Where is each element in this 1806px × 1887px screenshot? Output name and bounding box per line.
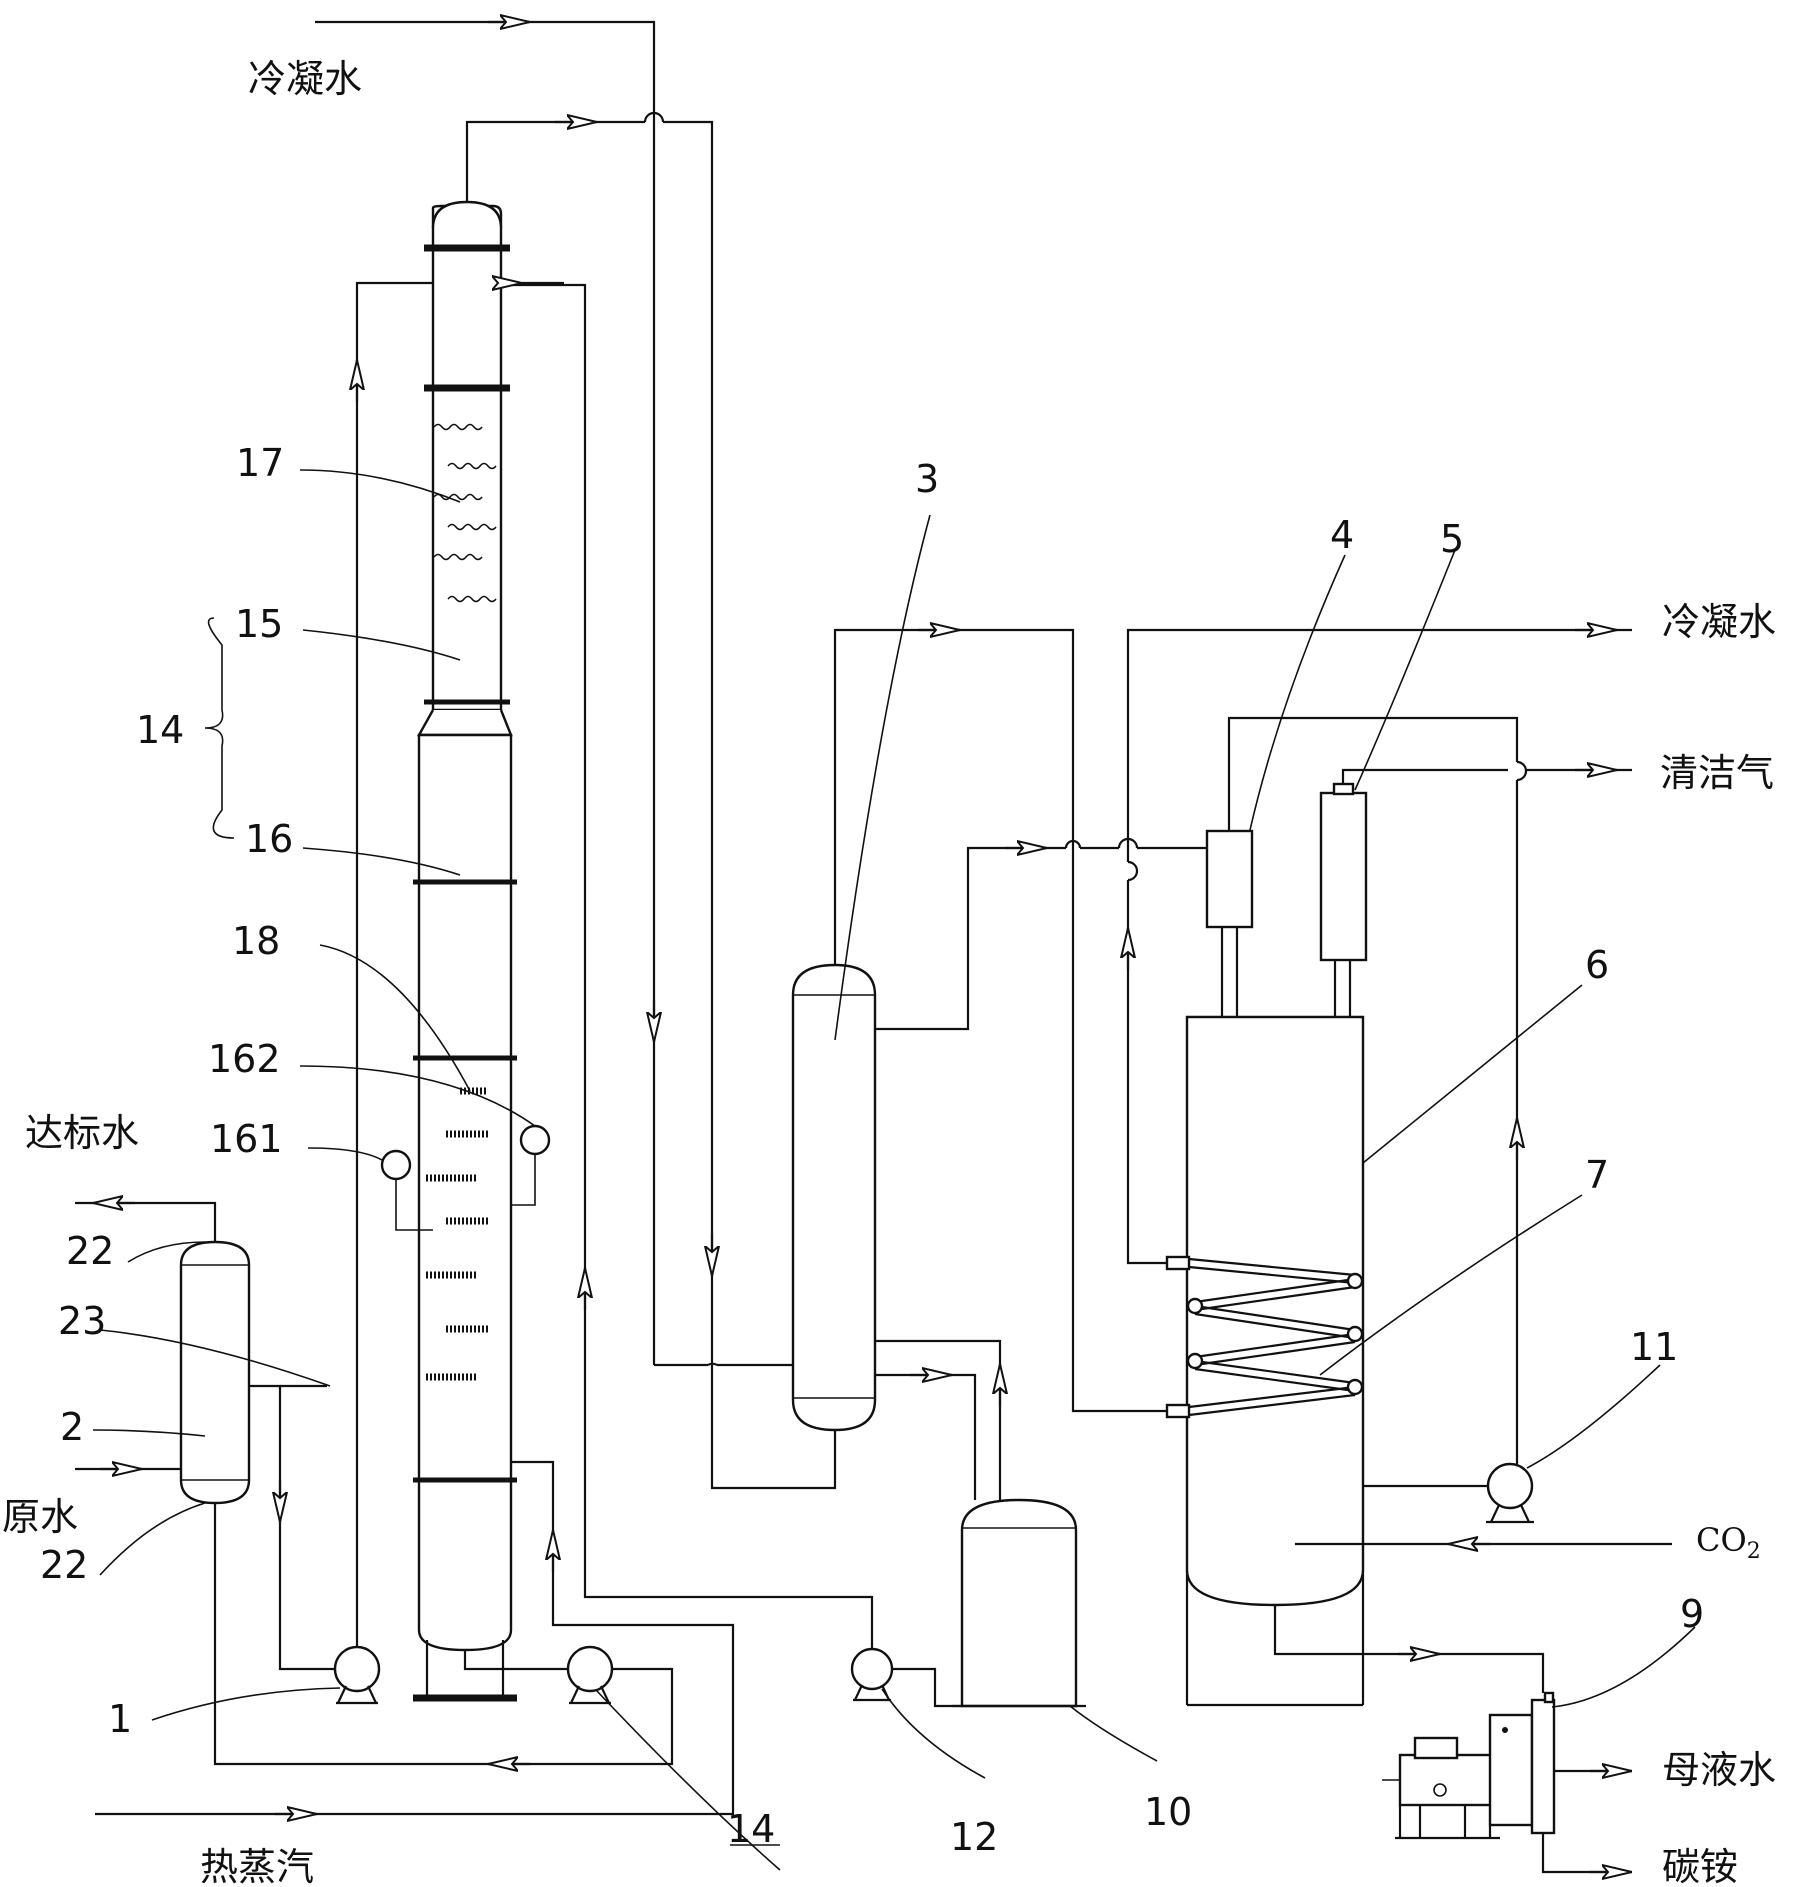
part-number-11: 11 <box>1630 1325 1678 1369</box>
label-treated-water: 达标水 <box>25 1111 139 1155</box>
label-cooling-water-right: 冷凝水 <box>1662 600 1776 644</box>
pump-14 <box>566 1645 614 1705</box>
label-co2: CO2 <box>1696 1521 1761 1564</box>
condenser-3 <box>791 963 877 1432</box>
label-cooling-water-top: 冷凝水 <box>248 57 362 101</box>
heat-exchanger-2 <box>179 1240 251 1505</box>
column-cone <box>416 709 513 737</box>
part-number-162: 162 <box>208 1037 281 1081</box>
trays <box>426 1087 490 1381</box>
centrifuge-9 <box>1382 1691 1556 1840</box>
part-number-161: 161 <box>210 1117 283 1161</box>
part-number-22-bottom: 22 <box>40 1543 88 1587</box>
label-mother-liquor: 母液水 <box>1662 1748 1776 1792</box>
part-number-5: 5 <box>1440 517 1464 561</box>
part-number-17: 17 <box>236 441 284 485</box>
part-number-16: 16 <box>245 817 293 861</box>
column-upper-section <box>431 204 503 712</box>
part-number-1: 1 <box>108 1697 132 1741</box>
packing <box>433 423 497 603</box>
pump-11 <box>1486 1462 1534 1524</box>
scrubber-4 <box>1205 829 1254 1017</box>
stripping-column <box>380 200 551 1702</box>
flow-arrows <box>93 22 1632 1872</box>
part-number-12: 12 <box>950 1815 998 1859</box>
part-number-4: 4 <box>1330 513 1354 557</box>
part-number-22-top: 22 <box>66 1229 114 1273</box>
part-number-7: 7 <box>1585 1153 1609 1197</box>
scrubber-5 <box>1319 782 1368 1017</box>
stream-labels: 冷凝水 冷凝水 清洁气 达标水 原水 热蒸汽 CO2 母液水 碳铵 <box>2 57 1776 1887</box>
pump-1 <box>333 1645 381 1705</box>
part-number-3: 3 <box>915 457 939 501</box>
part-number-6: 6 <box>1585 943 1609 987</box>
leader-lines <box>92 469 1696 1871</box>
reactor-6 <box>1185 1015 1365 1707</box>
part-number-14-pump: 14 <box>727 1807 775 1851</box>
label-raw-water: 原水 <box>2 1495 78 1539</box>
part-number-10: 10 <box>1144 1790 1192 1834</box>
pump-12 <box>850 1647 894 1702</box>
column-top-head <box>431 200 503 229</box>
tank-10 <box>952 1498 1086 1708</box>
part-number-18: 18 <box>232 919 280 963</box>
part-number-15: 15 <box>235 602 283 646</box>
part-number-23: 23 <box>58 1299 106 1343</box>
column-lower-section <box>417 733 513 1652</box>
part-numbers: 1 2 3 4 5 6 7 9 10 11 12 14 14 15 16 17 … <box>40 441 1704 1859</box>
instrument-162 <box>519 1124 551 1156</box>
piping <box>75 20 1672 1874</box>
label-clean-gas: 清洁气 <box>1660 751 1774 795</box>
label-ammonium-bicarbonate: 碳铵 <box>1662 1845 1738 1887</box>
part-number-9: 9 <box>1680 1592 1704 1636</box>
label-hot-steam: 热蒸汽 <box>200 1845 314 1887</box>
part-number-2: 2 <box>60 1405 84 1449</box>
cooling-coil-7 <box>1165 1255 1364 1419</box>
part-number-14: 14 <box>136 708 184 752</box>
instrument-161 <box>380 1149 412 1181</box>
